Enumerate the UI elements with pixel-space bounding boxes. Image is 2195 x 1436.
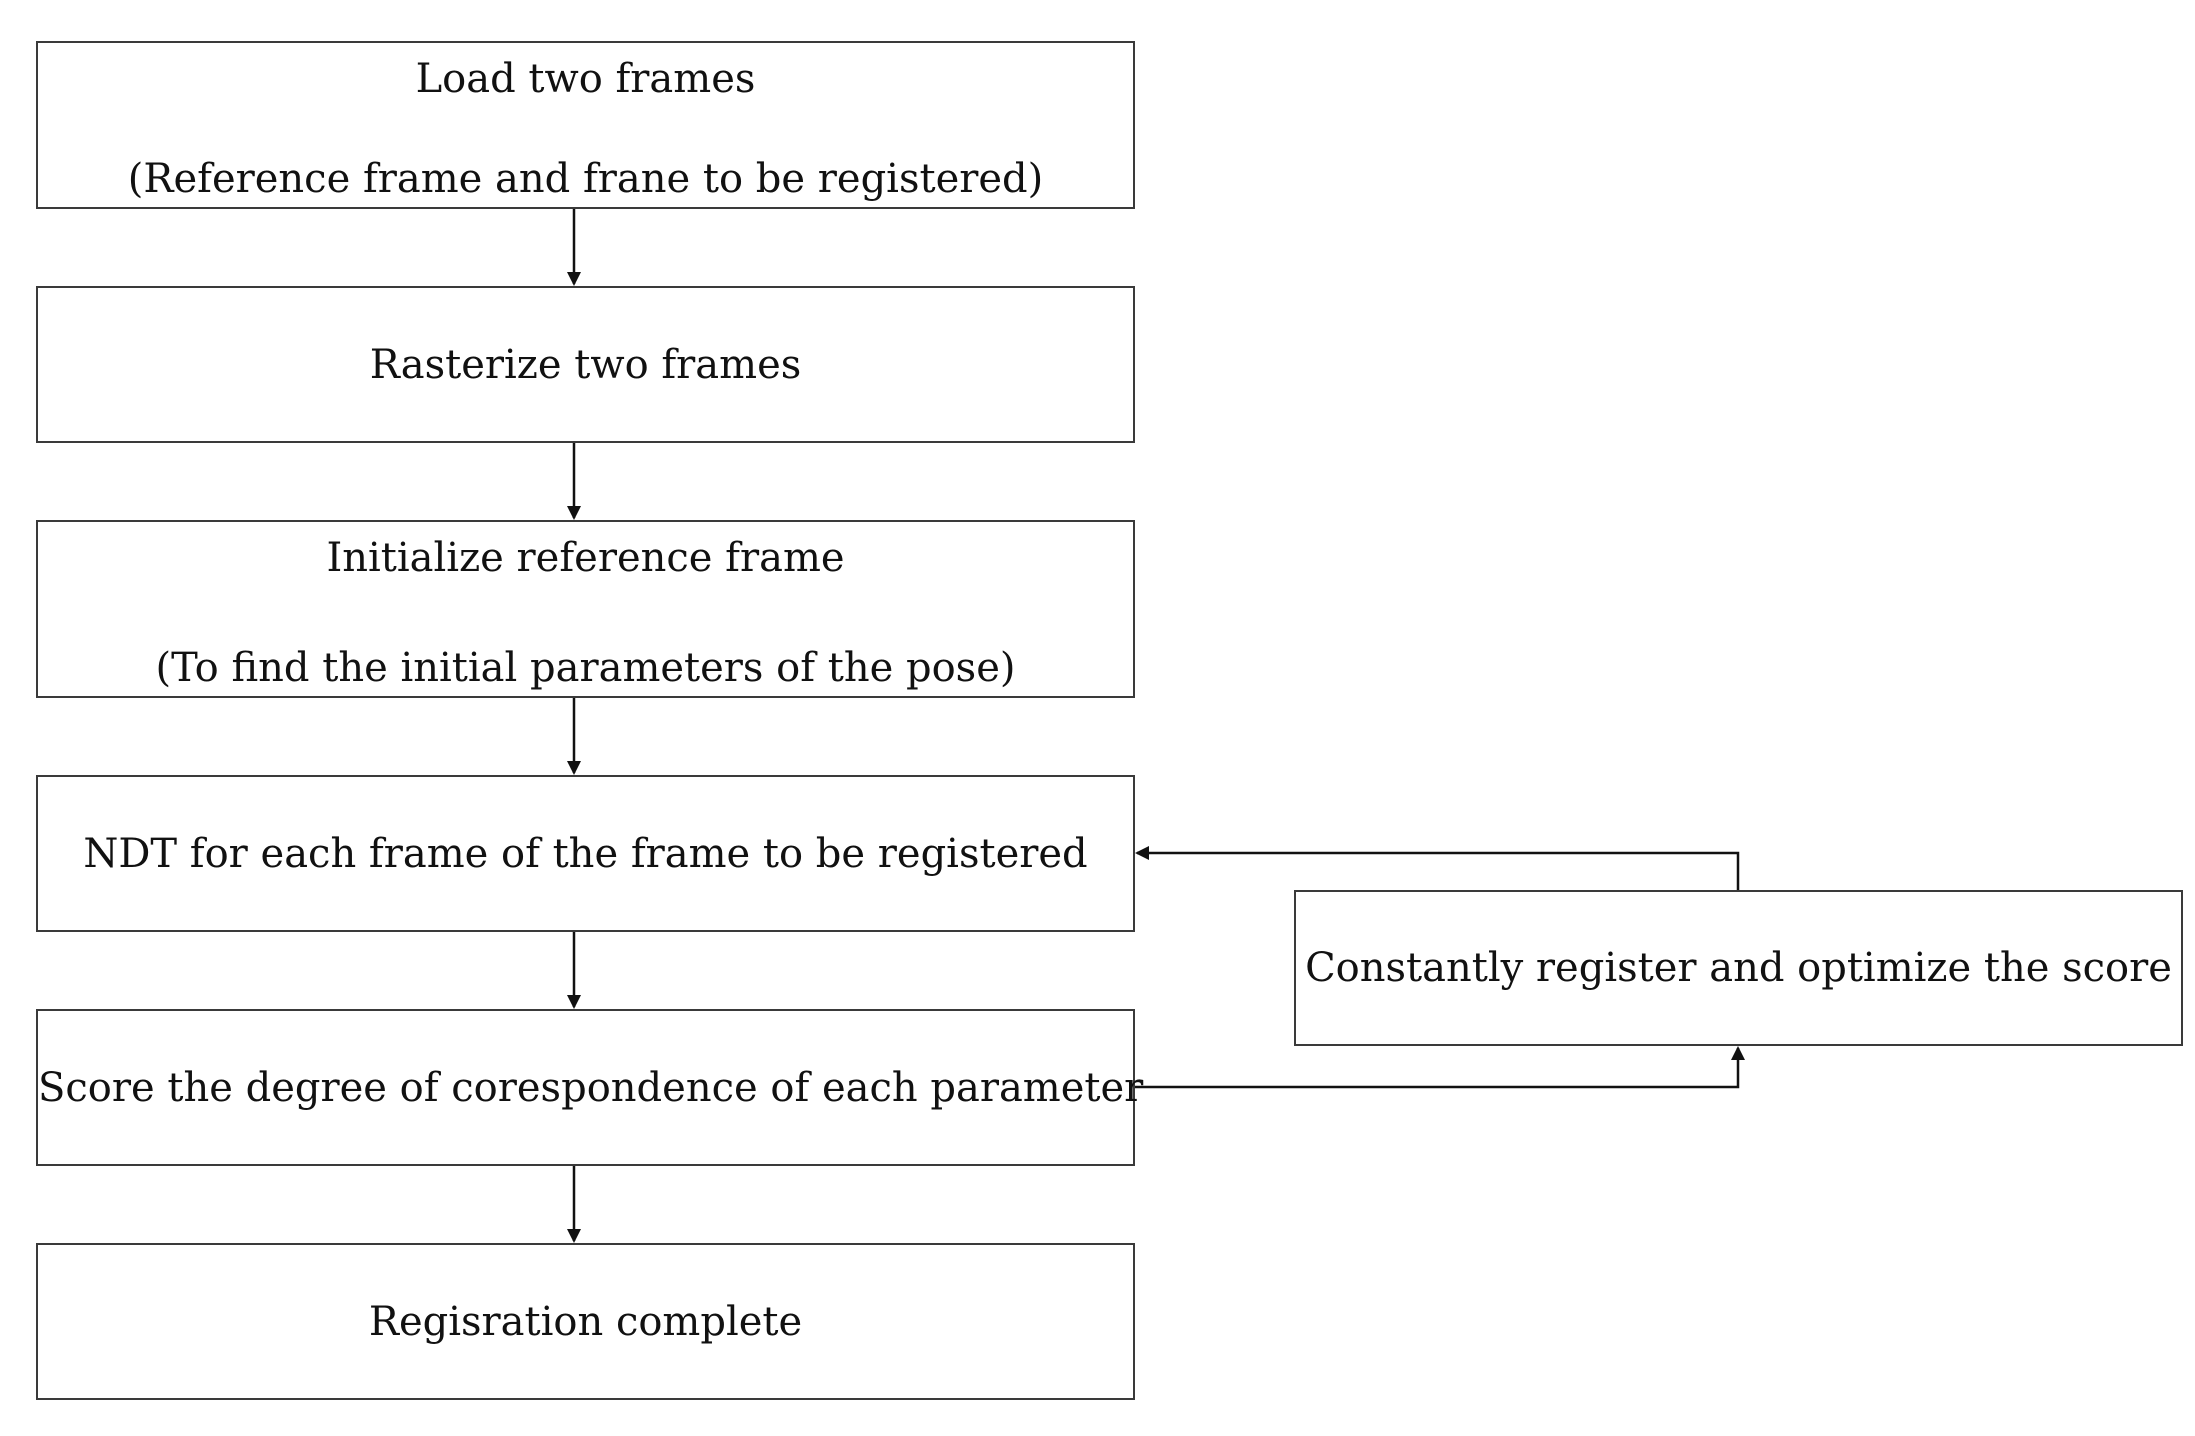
step-score-label: Score the degree of corespondence of eac… [38, 1064, 1144, 1111]
step-score-box: Score the degree of corespondence of eac… [36, 1009, 1144, 1166]
step-complete-box: Regisration complete [36, 1243, 1135, 1400]
arrow-feedback-to-ndt [1135, 846, 1740, 890]
step-ndt-label: NDT for each frame of the frame to be re… [83, 830, 1088, 877]
feedback-optimize-label: Constantly register and optimize the sco… [1305, 945, 2172, 991]
step-initialize-detail: (To find the initial parameters of the p… [155, 645, 1016, 691]
step-initialize-title: Initialize reference frame [326, 535, 845, 581]
step-complete-label: Regisration complete [368, 1298, 803, 1345]
step-rasterize-box: Rasterize two frames [36, 286, 1135, 443]
step-load-frames-detail: (Reference frame and frane to be registe… [127, 156, 1044, 202]
step-rasterize-label: Rasterize two frames [369, 341, 802, 388]
step-load-frames-box: Load two frames (Reference frame and fra… [36, 41, 1135, 209]
step-ndt-box: NDT for each frame of the frame to be re… [36, 775, 1135, 932]
step-initialize-box: Initialize reference frame (To find the … [36, 520, 1135, 698]
feedback-optimize-box: Constantly register and optimize the sco… [1294, 890, 2183, 1046]
step-load-frames-title: Load two frames [415, 56, 756, 102]
arrow-score-to-feedback [1135, 1046, 1745, 1089]
